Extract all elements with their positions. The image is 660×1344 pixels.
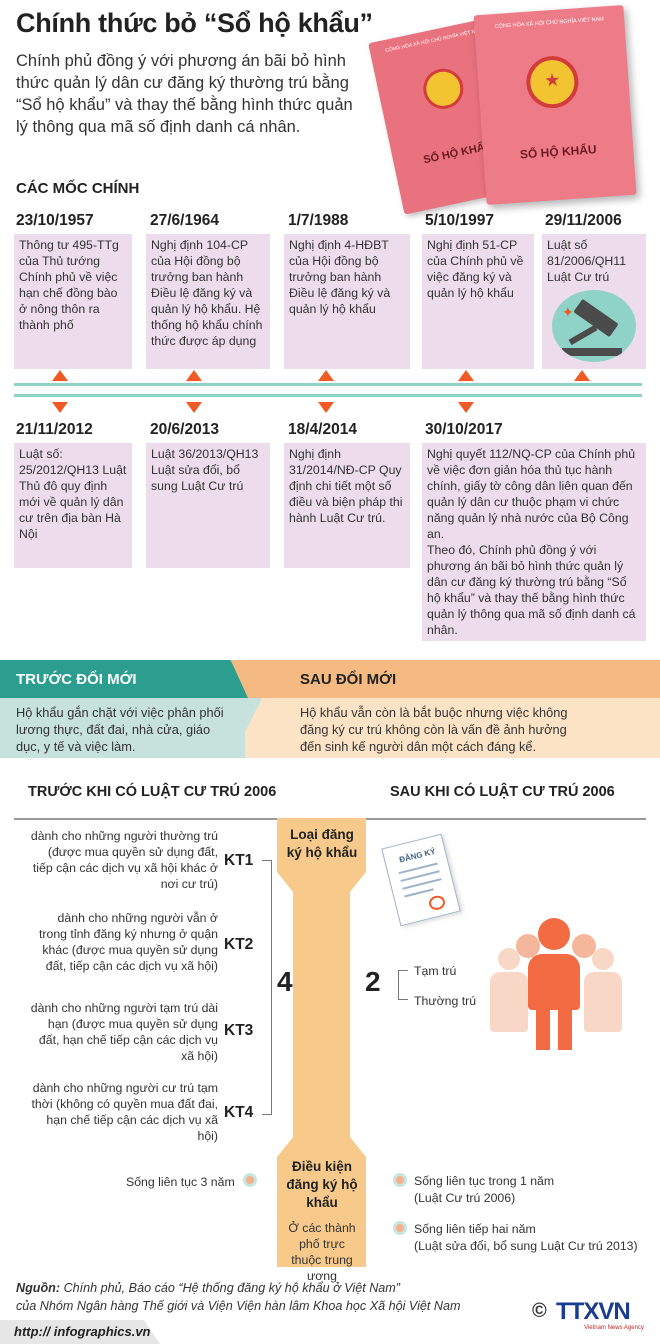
milestone-date: 1/7/1988: [288, 212, 349, 229]
source-text: Chính phủ, Báo cáo “Hệ thống đăng ký hộ …: [63, 1281, 400, 1295]
registration-types-label: Loại đăng ký hộ khẩu: [286, 827, 358, 860]
people-icon: [486, 918, 636, 1058]
timeline-marker: [52, 370, 68, 381]
condition-dot: [393, 1173, 407, 1187]
timeline-line: [14, 394, 642, 397]
registration-conditions-title: Điều kiện đăng ký hộ khẩu: [286, 1159, 358, 1210]
book-back-header: CỘNG HÒA XÃ HỘI CHỦ NGHĨA VIỆT NAM: [384, 27, 484, 54]
emblem-icon: [419, 65, 468, 113]
type-bracket: [398, 970, 408, 1000]
milestone-date: 23/10/1957: [16, 212, 94, 229]
kt-bracket: [262, 860, 272, 1115]
timeline-marker: [186, 370, 202, 381]
milestone-date: 30/10/2017: [425, 421, 503, 438]
household-book-illustration: CỘNG HÒA XÃ HỘI CHỦ NGHĨA VIỆT NAM SỔ HỘ…: [368, 4, 650, 215]
center-column: [293, 892, 350, 1137]
milestone-box: Nghị quyết 112/NQ-CP của Chính phủ về vi…: [422, 443, 646, 641]
condition-after-text: Sống liên tục trong 1 năm: [414, 1174, 555, 1188]
ttxvn-logo: TTXVN: [556, 1298, 631, 1325]
timeline-marker: [318, 370, 334, 381]
temporary-residence-label: Tạm trú: [414, 964, 457, 978]
after-count: 2: [365, 966, 381, 997]
timeline-marker: [458, 370, 474, 381]
kt-description: dành cho những người tạm trú dài hạn (đư…: [30, 1001, 218, 1063]
center-column-taper: [277, 872, 366, 892]
footer-bar: http:// infographics.vn: [0, 1320, 660, 1344]
copyright-icon: ©: [532, 1300, 547, 1322]
after-reform-header: [232, 660, 660, 698]
form-label: ĐĂNG KÝ: [398, 846, 437, 865]
milestones-heading: CÁC MỐC CHÍNH: [16, 180, 140, 197]
url-tab: [0, 1320, 160, 1344]
milestone-date: 5/10/1997: [425, 212, 494, 229]
book-front-title: SỔ HỘ KHẨU: [519, 142, 598, 162]
before-law-heading: TRƯỚC KHI CÓ LUẬT CƯ TRÚ 2006: [28, 784, 277, 800]
after-law-heading: SAU KHI CÓ LUẬT CƯ TRÚ 2006: [390, 784, 615, 800]
permanent-residence-label: Thường trú: [414, 994, 477, 1008]
before-reform-title: TRƯỚC ĐỔI MỚI: [16, 671, 137, 688]
kt-label: KT1: [224, 852, 254, 869]
milestone-box: Thông tư 495-TTg của Thủ tướng Chính phủ…: [14, 234, 132, 369]
timeline-marker: [318, 402, 334, 413]
before-reform-header: [0, 660, 248, 698]
after-reform-title: SAU ĐỔI MỚI: [300, 671, 397, 688]
center-column-top: [277, 818, 366, 872]
condition-after-note: (Luật sửa đổi, bổ sung Luật Cư trú 2013): [414, 1239, 638, 1253]
registration-form-icon: ĐĂNG KÝ: [381, 833, 461, 927]
milestone-date: 20/6/2013: [150, 421, 219, 438]
star-icon: ★: [543, 69, 562, 91]
milestone-box: Nghị định 4-HĐBT của Hội đồng bộ trưởng …: [284, 234, 410, 369]
milestone-text-2: Theo đó, Chính phủ đồng ý với phương án …: [427, 543, 636, 637]
condition-dot: [393, 1221, 407, 1235]
center-column-bottom: [277, 1157, 366, 1267]
book-front: CỘNG HÒA XÃ HỘI CHỦ NGHĨA VIỆT NAM ★ SỔ …: [473, 4, 637, 206]
source-label: Nguồn:: [16, 1281, 61, 1295]
after-reform-text: Hộ khẩu vẫn còn là bắt buộc nhưng việc k…: [300, 705, 568, 754]
timeline-marker: [52, 402, 68, 413]
condition-before-text: Sống liên tục 3 năm: [126, 1175, 235, 1189]
timeline-marker: [186, 402, 202, 413]
milestone-box: Luật số: 25/2012/QH13 Luật Thủ đô quy đị…: [14, 443, 132, 568]
before-reform-text: Hộ khẩu gắn chặt với việc phân phối lươn…: [16, 705, 224, 754]
intro-text: Chính phủ đồng ý với phương án bãi bỏ hì…: [16, 52, 353, 136]
milestone-date: 29/11/2006: [545, 212, 622, 229]
milestone-box: Nghị định 51-CP của Chính phủ về việc đă…: [422, 234, 534, 369]
timeline-marker: [574, 370, 590, 381]
kt-label: KT4: [224, 1104, 254, 1121]
milestone-text: Nghị quyết 112/NQ-CP của Chính phủ về vi…: [427, 447, 636, 541]
milestone-date: 27/6/1964: [150, 212, 219, 229]
kt-description: dành cho những người thường trú (được mu…: [30, 829, 218, 891]
page-title: Chính thức bỏ “Sổ hộ khẩu”: [16, 8, 373, 38]
milestone-text: Luật số 81/2006/QH11 Luật Cư trú: [547, 238, 627, 284]
condition-after-text: Sống liên tiếp hai năm: [414, 1222, 536, 1236]
ttxvn-logo-sub: Vietnam News Agency: [584, 1325, 644, 1331]
timeline-line: [14, 383, 642, 386]
footer-url[interactable]: http:// infographics.vn: [14, 1324, 151, 1339]
kt-label: KT2: [224, 936, 254, 953]
book-front-header: CỘNG HÒA XÃ HỘI CHỦ NGHĨA VIỆT NAM: [494, 16, 605, 31]
milestone-date: 21/11/2012: [16, 421, 93, 438]
timeline-marker: [458, 402, 474, 413]
kt-description: dành cho những người cư trú tạm thời (kh…: [31, 1081, 218, 1143]
milestone-box: Nghị định 31/2014/NĐ-CP Quy định chi tiế…: [284, 443, 410, 568]
condition-dot: [243, 1173, 257, 1187]
milestone-date: 18/4/2014: [288, 421, 357, 438]
milestone-box: Nghị định 104-CP của Hội đồng bộ trưởng …: [146, 234, 270, 369]
source-line-2: của Nhóm Ngân hàng Thế giới và Viện Viện…: [16, 1299, 461, 1313]
condition-after-note: (Luật Cư trú 2006): [414, 1191, 516, 1205]
milestone-box: Luật 36/2013/QH13 Luật sửa đổi, bổ sung …: [146, 443, 270, 568]
registration-conditions-sub: Ở các thành phố trực thuộc trung ương: [288, 1221, 356, 1283]
before-count: 4: [277, 966, 293, 997]
center-column-flare: [277, 1137, 366, 1157]
source-line-1: Nguồn: Chính phủ, Báo cáo “Hệ thống đăng…: [16, 1280, 400, 1296]
gavel-icon: ✦: [552, 290, 636, 362]
kt-description: dành cho những người vẫn ở trong tỉnh đă…: [38, 911, 218, 973]
kt-label: KT3: [224, 1022, 254, 1039]
